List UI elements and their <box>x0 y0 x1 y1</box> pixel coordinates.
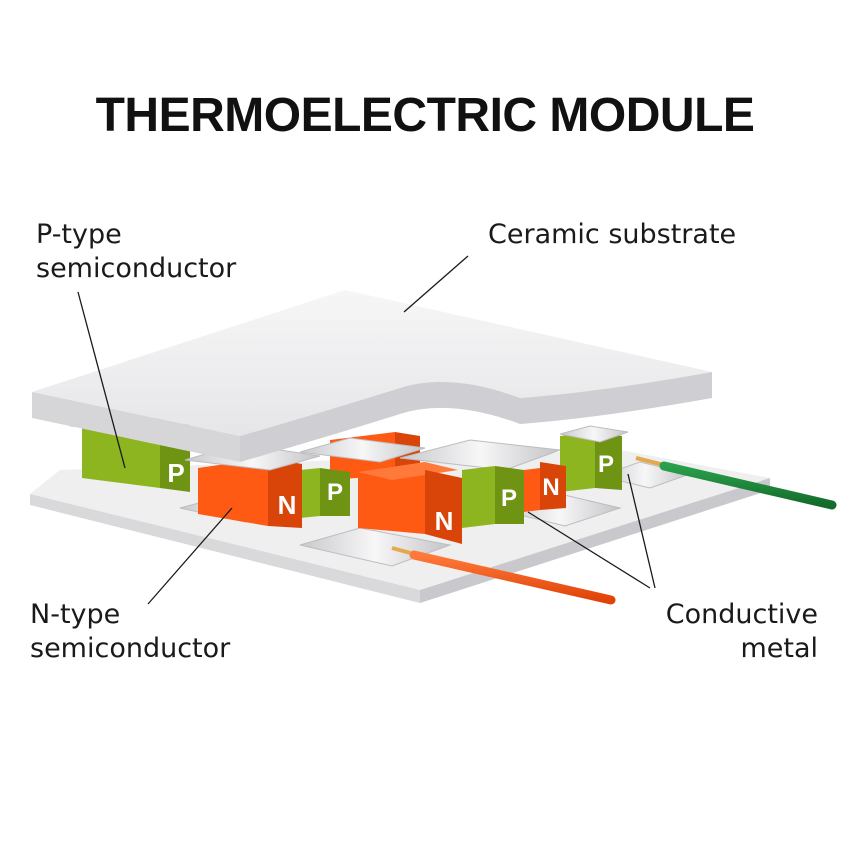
p-type-block: P <box>560 432 622 492</box>
leader-line-metal-1 <box>527 511 651 589</box>
label-line: Ceramic substrate <box>488 219 737 250</box>
p-type-block: P <box>300 468 350 518</box>
block-letter-n: N <box>542 474 559 501</box>
p-type-block: P <box>462 466 524 528</box>
label-conductive-metal: Conductive metal <box>666 598 818 666</box>
orange-wire <box>391 546 616 605</box>
label-line: N-type <box>30 599 121 630</box>
block-letter-p: P <box>598 451 614 478</box>
leader-line-metal-2 <box>627 473 656 589</box>
green-wire <box>635 456 837 510</box>
leader-line-n-type <box>147 507 233 605</box>
label-n-type-semiconductor: N-type semiconductor <box>30 598 230 666</box>
label-ceramic-substrate: Ceramic substrate <box>488 218 736 252</box>
leader-line-p-type <box>77 291 126 469</box>
block-letter-n: N <box>278 490 297 520</box>
n-type-block: N <box>198 458 302 528</box>
block-letter-p: P <box>501 485 517 512</box>
leader-line-ceramic <box>403 255 469 313</box>
block-letter-p: P <box>327 479 343 506</box>
top-ceramic-plate <box>32 290 712 462</box>
wires <box>391 456 837 605</box>
label-p-type-semiconductor: P-type semiconductor <box>36 218 236 286</box>
label-line: semiconductor <box>30 633 231 664</box>
block-letter-p: P <box>167 458 184 488</box>
label-line: semiconductor <box>36 253 237 284</box>
n-type-block: N <box>524 462 566 512</box>
label-line: P-type <box>36 219 122 250</box>
label-line: metal <box>740 633 818 664</box>
block-letter-n: N <box>435 506 454 536</box>
diagram-title: THERMOELECTRIC MODULE <box>95 89 755 142</box>
leader-lines <box>77 255 656 605</box>
label-line: Conductive <box>665 599 818 630</box>
n-type-block: N <box>358 462 462 544</box>
